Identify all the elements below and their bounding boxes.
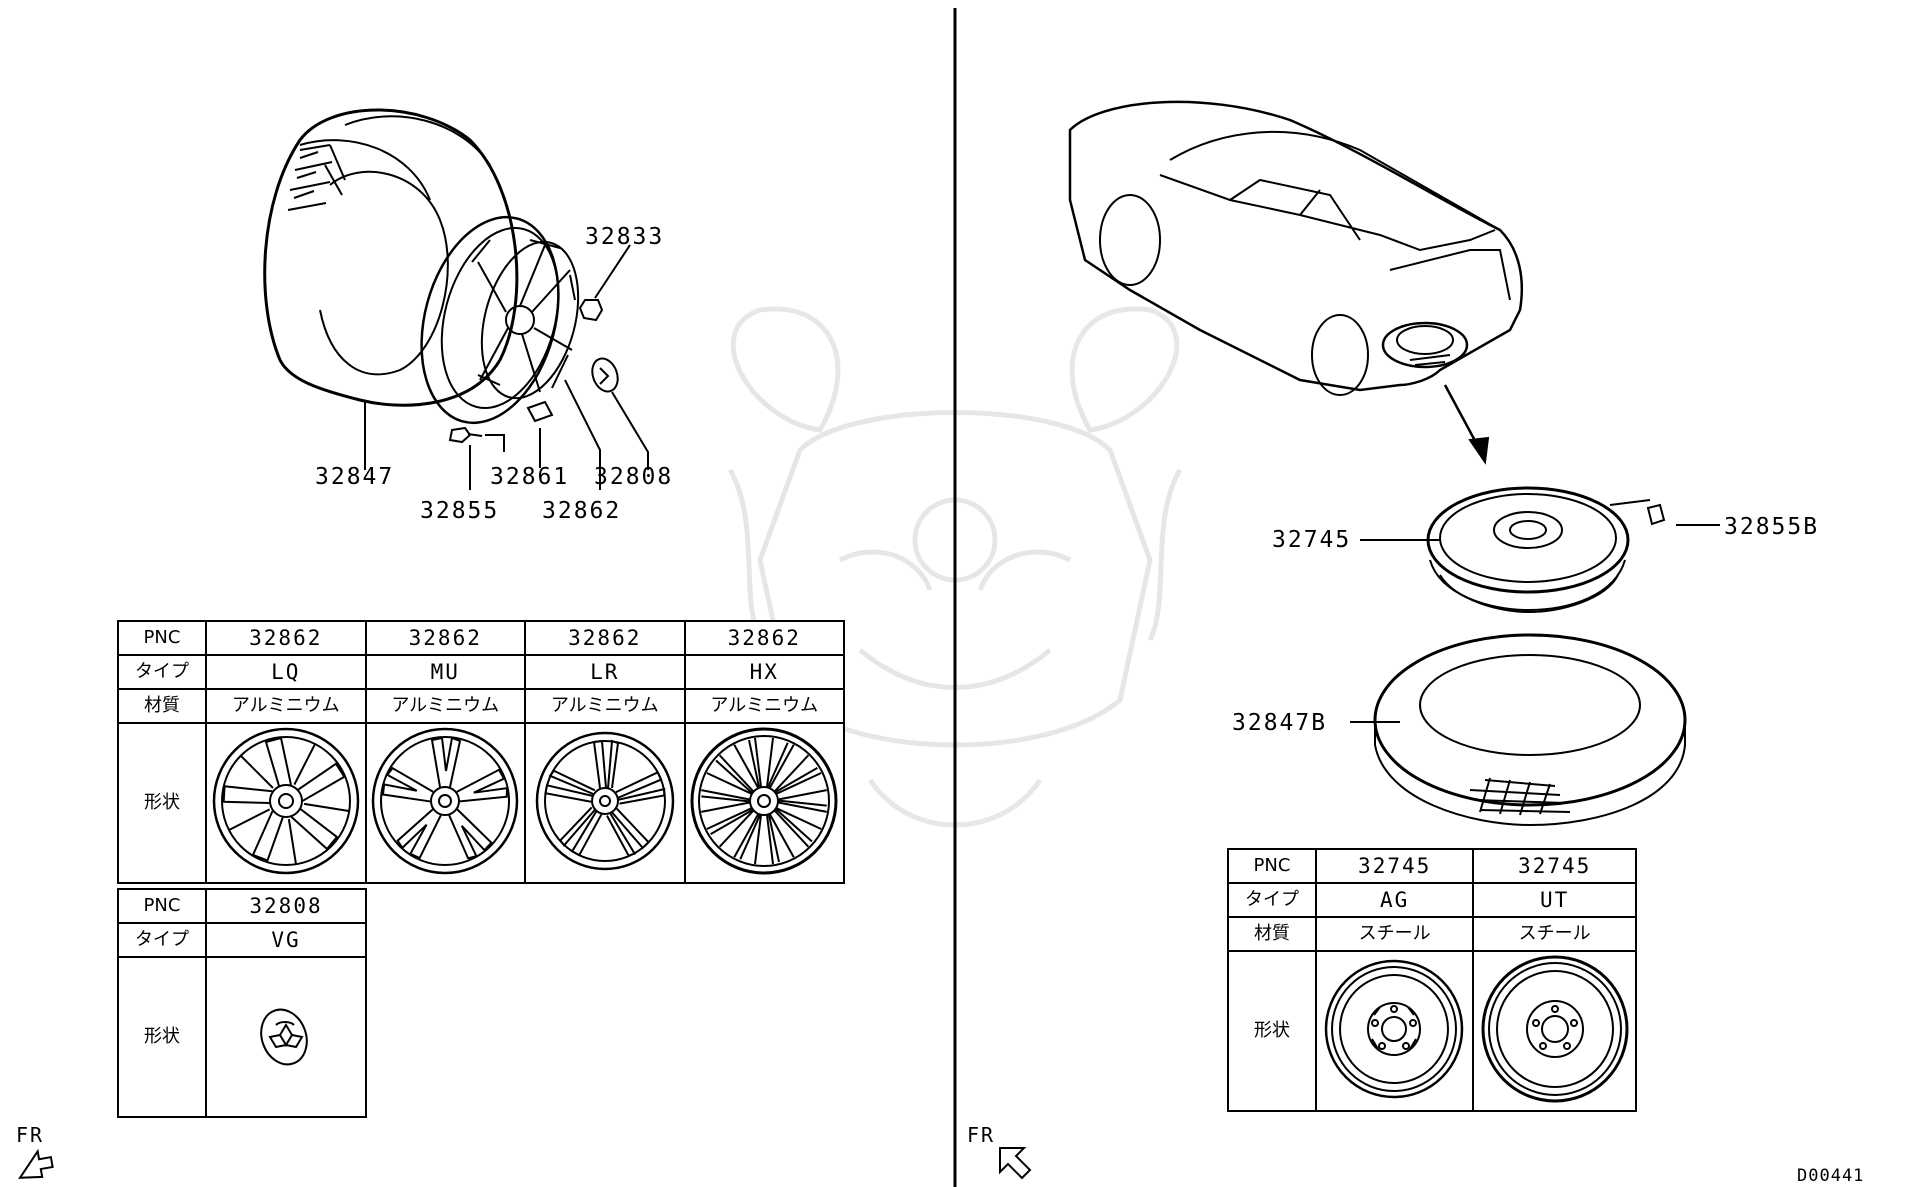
material-cell: アルミニウム [205, 688, 367, 724]
type-cell: UT [1472, 882, 1637, 918]
callout-32808: 32808 [594, 464, 674, 490]
callout-32847b: 32847B [1232, 710, 1328, 736]
shape-header: 形状 [117, 956, 207, 1118]
pnc-cell: 32862 [524, 620, 686, 656]
table-row: 材質 スチール スチール [1227, 916, 1637, 952]
callout-32861: 32861 [490, 464, 570, 490]
pnc-header: PNC [117, 620, 207, 656]
pnc-cell: 32745 [1472, 848, 1637, 884]
type-cell: VG [205, 922, 367, 958]
table-row: 形状 [117, 722, 845, 884]
type-cell: AG [1314, 882, 1475, 918]
shape-cell [364, 722, 526, 884]
table-row: PNC 32808 [117, 888, 367, 924]
wheel-lq-icon [210, 727, 361, 880]
callout-32745: 32745 [1272, 527, 1352, 553]
table-row: PNC 32862 32862 32862 32862 [117, 620, 845, 656]
table-row: 形状 [1227, 950, 1637, 1112]
type-cell: LQ [205, 654, 367, 690]
diagram-code: D00441 [1797, 1166, 1865, 1186]
fr-label-right: FR [967, 1123, 996, 1147]
fr-arrow-left-icon [18, 1148, 54, 1179]
shape-header: 形状 [117, 722, 207, 884]
material-cell: アルミニウム [524, 688, 686, 724]
shape-cell [1314, 950, 1475, 1112]
material-header: 材質 [117, 688, 207, 724]
cap-parts-table: PNC 32808 タイプ VG 形状 [117, 888, 367, 1118]
car-spare-illustration [1068, 100, 1720, 827]
pnc-header: PNC [117, 888, 207, 924]
pnc-cell: 32862 [205, 620, 367, 656]
table-row: PNC 32745 32745 [1227, 848, 1637, 884]
pnc-cell: 32862 [683, 620, 845, 656]
fr-label-left: FR [16, 1123, 45, 1147]
type-header: タイプ [1227, 882, 1317, 918]
pnc-cell: 32745 [1314, 848, 1475, 884]
callout-32833: 32833 [585, 224, 665, 250]
type-cell: LR [524, 654, 686, 690]
callout-32855: 32855 [420, 498, 500, 524]
table-row: タイプ AG UT [1227, 882, 1637, 918]
material-cell: スチール [1472, 916, 1637, 952]
pnc-header: PNC [1227, 848, 1317, 884]
pnc-cell: 32808 [205, 888, 367, 924]
shape-cell [683, 722, 845, 884]
spare-parts-table: PNC 32745 32745 タイプ AG UT 材質 スチール スチール 形… [1227, 848, 1637, 1112]
pnc-cell: 32862 [364, 620, 526, 656]
shape-cell [524, 722, 686, 884]
table-row: タイプ LQ MU LR HX [117, 654, 845, 690]
type-header: タイプ [117, 922, 207, 958]
callout-32855b: 32855B [1724, 514, 1820, 540]
type-cell: MU [364, 654, 526, 690]
wheel-parts-table: PNC 32862 32862 32862 32862 タイプ LQ MU LR… [117, 620, 845, 884]
steel-wheel-ag-icon [1324, 959, 1464, 1098]
table-row: 形状 [117, 956, 367, 1118]
table-row: タイプ VG [117, 922, 367, 958]
wheel-mu-icon [372, 727, 519, 875]
tire-wheel-illustration [263, 108, 649, 490]
callout-32862: 32862 [542, 498, 622, 524]
material-cell: アルミニウム [683, 688, 845, 724]
type-cell: HX [683, 654, 845, 690]
shape-header: 形状 [1227, 950, 1317, 1112]
callout-32847: 32847 [315, 464, 395, 490]
wheel-lr-icon [535, 731, 674, 871]
material-cell: スチール [1314, 916, 1475, 952]
table-row: 材質 アルミニウム アルミニウム アルミニウム アルミニウム [117, 688, 845, 724]
wheel-hx-icon [690, 727, 838, 875]
fr-arrow-right-icon [999, 1147, 1032, 1180]
shape-cell [1472, 950, 1637, 1112]
material-cell: アルミニウム [364, 688, 526, 724]
type-header: タイプ [117, 654, 207, 690]
center-cap-icon [260, 1008, 308, 1066]
shape-cell [205, 722, 367, 884]
steel-wheel-ut-icon [1481, 955, 1629, 1103]
shape-cell [205, 956, 367, 1118]
material-header: 材質 [1227, 916, 1317, 952]
